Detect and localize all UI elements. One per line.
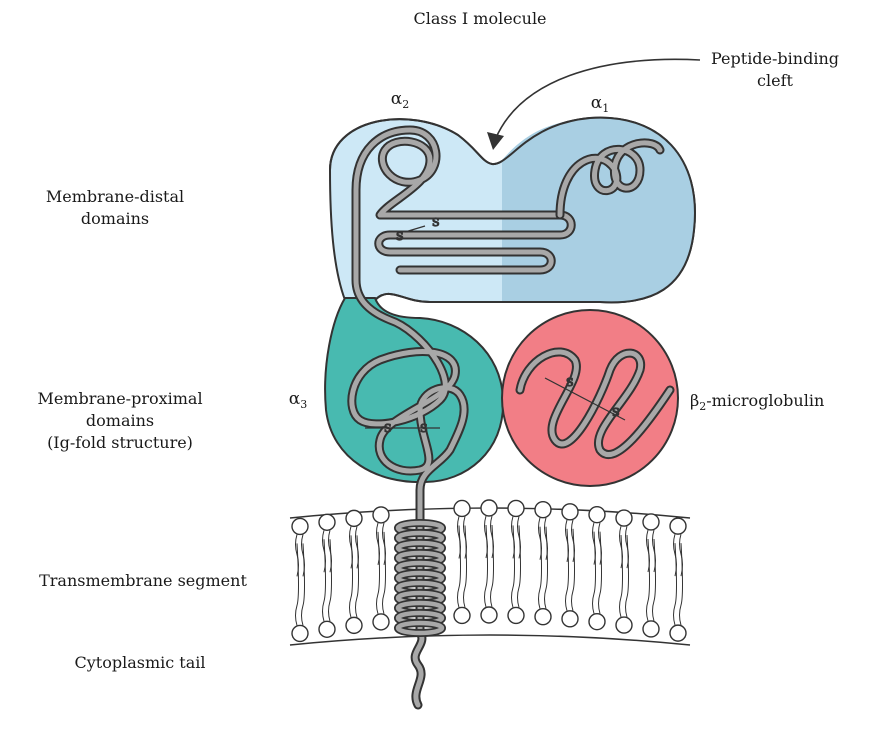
lipid-head xyxy=(292,625,308,641)
lipid-head xyxy=(535,609,551,625)
alpha1-label: α1 xyxy=(585,92,615,120)
alpha1-subscript: 1 xyxy=(602,102,609,115)
lipid-head xyxy=(319,514,335,530)
beta2-microglobulin-label: β2-microglobulin xyxy=(690,390,860,418)
membrane-bilayer xyxy=(290,500,690,645)
membrane-proximal-label: Membrane-proximal domains (Ig-fold struc… xyxy=(10,388,230,454)
lipid-head xyxy=(616,510,632,526)
lipid-head xyxy=(670,625,686,641)
lipid-head xyxy=(670,518,686,534)
lipid-head xyxy=(481,500,497,516)
diagram-title: Class I molecule xyxy=(400,8,560,30)
lipid-head xyxy=(643,621,659,637)
lipid-head xyxy=(508,500,524,516)
alpha3-subscript: 3 xyxy=(300,398,307,411)
disulfide-s-label: S xyxy=(420,422,428,435)
beta2-symbol: β xyxy=(690,391,699,410)
lipid-head xyxy=(535,502,551,518)
alpha2-symbol: α xyxy=(391,89,402,109)
lipid-head xyxy=(454,607,470,623)
beta2-suffix: -microglobulin xyxy=(706,391,824,410)
alpha1-symbol: α xyxy=(591,93,602,113)
disulfide-s-label: S xyxy=(432,216,440,229)
lipid-head xyxy=(616,617,632,633)
lipid-head xyxy=(589,507,605,523)
lipid-head xyxy=(319,621,335,637)
lipid-head xyxy=(454,500,470,516)
lipid-head xyxy=(562,611,578,627)
alpha1-domain-fill xyxy=(502,118,695,303)
lipid-head xyxy=(643,514,659,530)
peptide-binding-cleft-label: Peptide-binding cleft xyxy=(700,48,850,92)
lipid-head xyxy=(562,504,578,520)
lipid-head xyxy=(589,614,605,630)
beta2-microglobulin-shape xyxy=(502,310,678,486)
lipid-head xyxy=(346,510,362,526)
alpha2-subscript: 2 xyxy=(402,98,409,111)
lipid-head xyxy=(508,607,524,623)
lipid-head xyxy=(481,607,497,623)
lipid-head xyxy=(292,518,308,534)
disulfide-s-label: S xyxy=(612,406,620,419)
lipid-head xyxy=(373,507,389,523)
lipid-head xyxy=(346,617,362,633)
alpha3-label: α3 xyxy=(283,388,313,416)
alpha3-symbol: α xyxy=(289,389,300,409)
membrane-distal-label: Membrane-distal domains xyxy=(20,186,210,230)
lipid-head xyxy=(373,614,389,630)
disulfide-s-label: S xyxy=(396,230,404,243)
disulfide-s-label: S xyxy=(566,376,574,389)
transmembrane-segment-label: Transmembrane segment xyxy=(8,570,278,592)
alpha2-label: α2 xyxy=(385,88,415,116)
disulfide-s-label: S xyxy=(384,422,392,435)
cytoplasmic-tail-label: Cytoplasmic tail xyxy=(40,652,240,674)
